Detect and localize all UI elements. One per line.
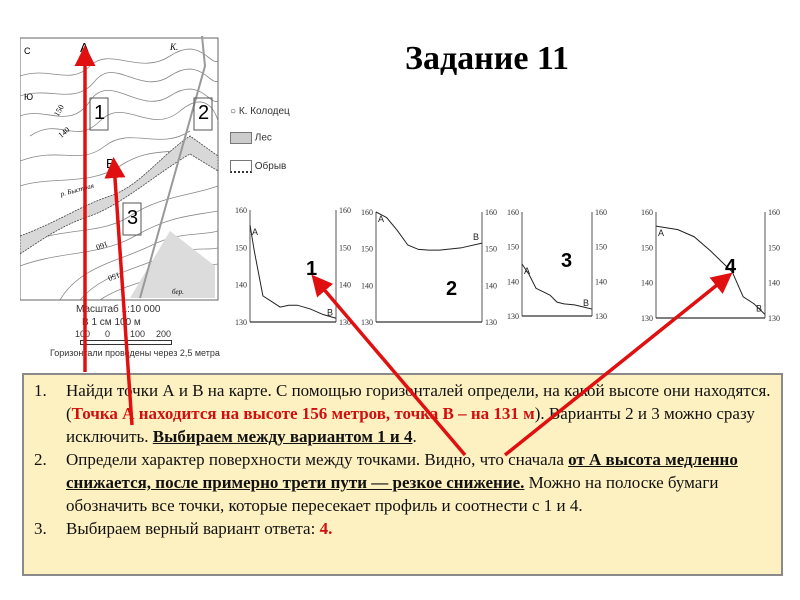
profile-tick-label: 160 (641, 208, 653, 217)
scale-subtitle: В 1 см 100 м (82, 317, 141, 328)
profile-tick-label: 160 (339, 206, 351, 215)
scale-tick: 200 (156, 329, 172, 339)
profile-tick-label: 130 (595, 312, 607, 321)
profile-tick-label: 160 (595, 208, 607, 217)
profile-tick-label: 150 (339, 243, 351, 252)
scale-tick: 100 (75, 329, 91, 339)
profile-tick-label: 160 (361, 208, 373, 217)
instructions-box: 1. Найди точки А и В на карте. С помощью… (22, 373, 783, 576)
profile-point-a: А (378, 214, 384, 224)
profile-tick-label: 130 (507, 312, 519, 321)
profile-point-b: В (756, 303, 762, 313)
profile-tick-label: 140 (361, 281, 373, 290)
slide-title: Задание 11 (405, 40, 570, 77)
well-mark: К. (170, 42, 179, 52)
profile-point-b: В (473, 232, 479, 242)
profile-label-1: 1 (306, 258, 318, 280)
profile-tick-label: 160 (485, 208, 497, 217)
profile-tick-label: 150 (641, 243, 653, 252)
heights-answer: Точка А находится на высоте 156 метров, … (71, 404, 535, 423)
north-label: С (24, 46, 31, 56)
forest-type-label: бер. (172, 288, 184, 296)
profile-tick-label: 140 (641, 279, 653, 288)
profile-tick-label: 140 (507, 277, 519, 286)
step-2: 2. Определи характер поверхности между т… (34, 450, 738, 515)
profile-tick-label: 150 (361, 245, 373, 254)
well-icon: ○ К. (230, 106, 248, 117)
profile-tick-label: 140 (339, 281, 351, 290)
profile-point-a: А (658, 228, 664, 238)
profile-point-b: В (583, 298, 589, 308)
profile-tick-label: 130 (485, 318, 497, 327)
profile-point-a: А (524, 266, 530, 276)
profile-line (375, 211, 483, 251)
profile-tick-label: 160 (235, 206, 247, 215)
scale-tick: 0 (105, 329, 111, 339)
profile-label-4: 4 (725, 256, 737, 278)
square-2: 2 (198, 102, 210, 124)
scale-tick: 100 (130, 329, 146, 339)
profile-tick-label: 140 (235, 281, 247, 290)
final-answer: 4. (319, 519, 333, 538)
profile-tick-label: 130 (235, 318, 247, 327)
legend-well: ○ К. Колодец (230, 106, 290, 117)
profile-tick-label: 130 (361, 318, 373, 327)
legend-cliff: Обрыв (230, 160, 286, 173)
emphasis: Выбираем между вариантом 1 и 4 (152, 427, 413, 446)
profile-tick-label: 150 (595, 243, 607, 252)
profile-tick-label: 140 (595, 277, 607, 286)
profile-tick-label: 160 (768, 208, 780, 217)
profile-tick-label: 140 (485, 281, 497, 290)
profile-line (521, 263, 593, 310)
profile-line (655, 225, 766, 315)
cliff-icon (230, 160, 252, 173)
profile-tick-label: 150 (485, 245, 497, 254)
profile-label-3: 3 (561, 250, 573, 272)
south-label: Ю (24, 92, 34, 102)
profile-point-b: В (327, 307, 333, 317)
profile-tick-label: 150 (235, 243, 247, 252)
forest-icon (230, 132, 252, 144)
contour-note: Горизонтали проведены через 2,5 метра (50, 348, 220, 358)
profile-tick-label: 150 (768, 243, 780, 252)
profile-tick-label: 140 (768, 279, 780, 288)
step-1: 1. Найди точки А и В на карте. С помощью… (34, 381, 771, 446)
profile-tick-label: 160 (507, 208, 519, 217)
legend-forest: Лес (230, 132, 272, 144)
profile-tick-label: 150 (507, 243, 519, 252)
square-1: 1 (94, 102, 106, 124)
profile-tick-label: 130 (641, 314, 653, 323)
profile-tick-label: 130 (339, 318, 351, 327)
step-3: 3. Выбираем верный вариант ответа: 4. (34, 519, 333, 538)
profile-point-a: А (252, 227, 258, 237)
profile-label-2: 2 (446, 278, 458, 300)
profile-line (249, 224, 337, 319)
profile-tick-label: 130 (768, 314, 780, 323)
